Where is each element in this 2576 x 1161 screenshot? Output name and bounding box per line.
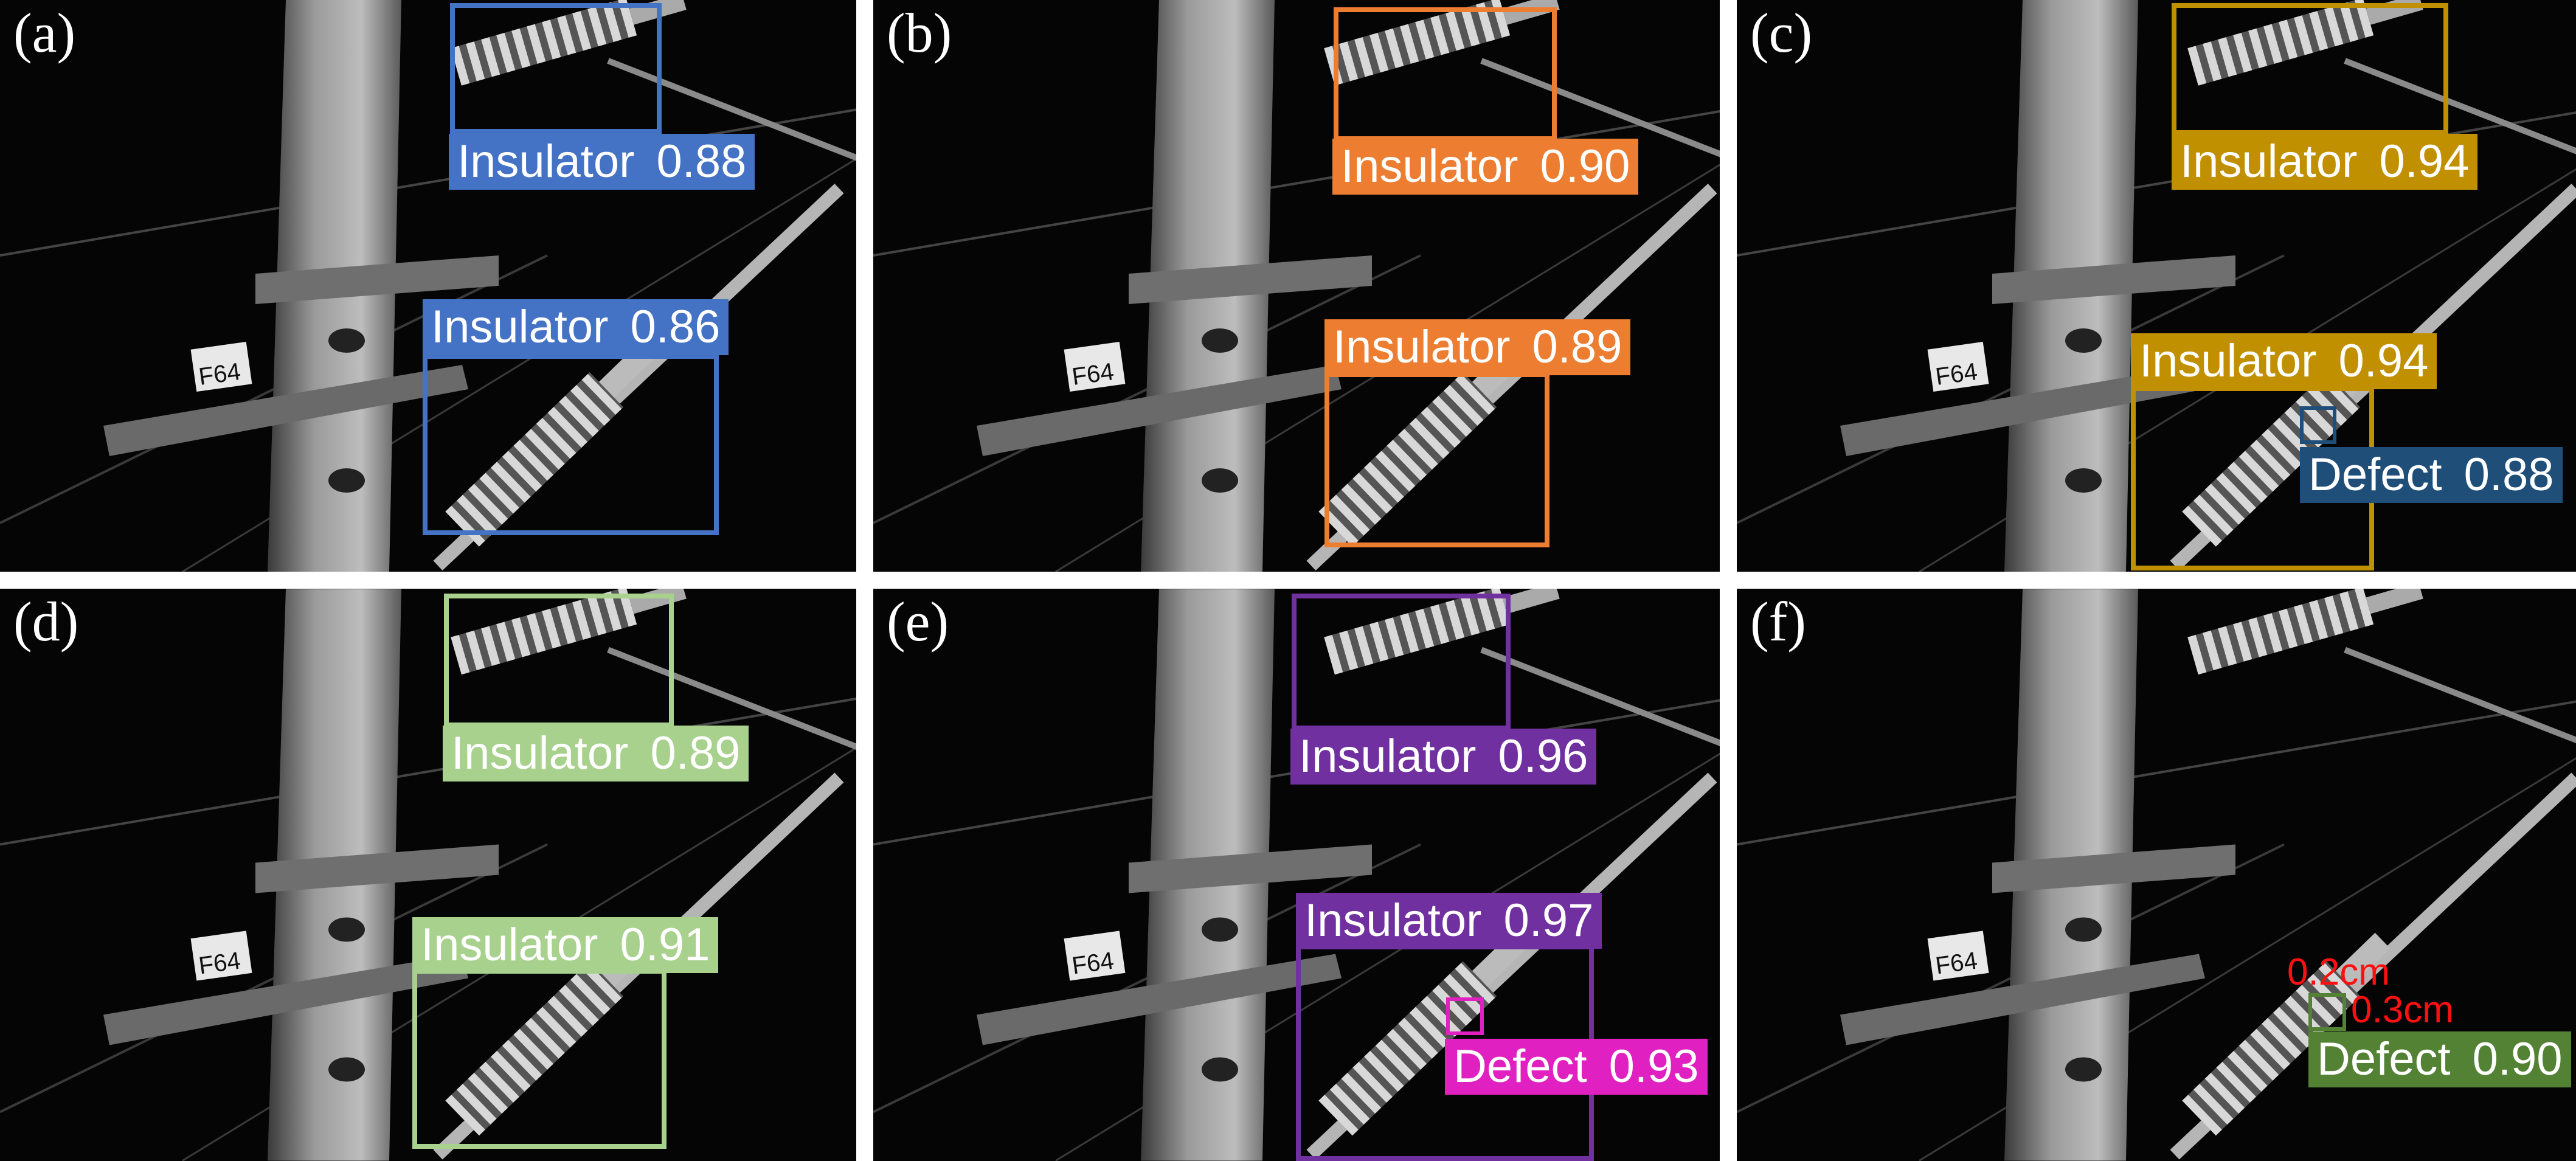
insulator-box-upper <box>2172 3 2448 135</box>
scene-image <box>873 0 1720 572</box>
confidence-score: 0.88 <box>656 136 747 187</box>
class-name: Insulator <box>457 136 635 187</box>
detection-label: Defect 0.88 <box>2300 447 2563 503</box>
confidence-score: 0.94 <box>2379 136 2470 187</box>
measurement-width: 0.2cm <box>2287 951 2390 993</box>
insulator-box-upper <box>444 594 674 727</box>
insulator-box-upper <box>1292 594 1511 730</box>
insulator-box-upper <box>1334 7 1557 141</box>
detection-label: Insulator 0.89 <box>1324 319 1631 375</box>
class-name: Insulator <box>2139 335 2317 387</box>
detection-label: Insulator 0.94 <box>2172 134 2478 190</box>
detection-label: Insulator 0.86 <box>423 299 729 355</box>
panel-b: (b) Insulator 0.90 Insulator 0.89 <box>873 0 1720 572</box>
detection-label: Insulator 0.97 <box>1296 893 1602 949</box>
confidence-score: 0.97 <box>1503 895 1594 946</box>
confidence-score: 0.96 <box>1498 730 1588 782</box>
class-name: Defect <box>2317 1033 2451 1085</box>
class-name: Insulator <box>2180 136 2358 187</box>
insulator-box-lower <box>412 969 667 1149</box>
confidence-score: 0.91 <box>620 919 710 971</box>
panel-f: (f) 0.2cm 0.3cm Defect 0.90 <box>1737 589 2576 1161</box>
detection-label: Insulator 0.88 <box>449 134 755 190</box>
defect-box <box>2308 993 2346 1031</box>
panel-label: (e) <box>887 591 949 653</box>
panel-label: (f) <box>1750 591 1806 653</box>
class-name: Insulator <box>431 301 609 353</box>
confidence-score: 0.86 <box>630 301 721 353</box>
class-name: Insulator <box>1304 895 1482 946</box>
detection-label: Defect 0.93 <box>1445 1039 1708 1095</box>
detection-label: Insulator 0.96 <box>1290 729 1597 785</box>
detection-label: Insulator 0.89 <box>443 726 749 782</box>
class-name: Insulator <box>1341 140 1518 192</box>
class-name: Insulator <box>1299 730 1477 782</box>
panel-label: (b) <box>887 2 952 64</box>
panel-e: (e) Insulator 0.96 Insulator 0.97 Defect… <box>873 589 1720 1161</box>
panel-label: (c) <box>1750 2 1813 64</box>
class-name: Insulator <box>451 727 629 779</box>
measurement-height: 0.3cm <box>2351 989 2454 1031</box>
confidence-score: 0.89 <box>650 727 741 779</box>
panel-label: (a) <box>13 2 76 64</box>
confidence-score: 0.94 <box>2338 335 2429 387</box>
defect-box <box>1446 997 1484 1035</box>
confidence-score: 0.90 <box>1540 140 1630 192</box>
panel-d: (d) Insulator 0.89 Insulator 0.91 <box>0 589 856 1161</box>
defect-box <box>2300 406 2336 444</box>
confidence-score: 0.93 <box>1608 1041 1699 1092</box>
panel-label: (d) <box>13 591 79 653</box>
detection-label: Insulator 0.90 <box>1332 139 1639 195</box>
confidence-score: 0.90 <box>2472 1033 2563 1085</box>
confidence-score: 0.89 <box>1532 321 1622 373</box>
detection-label: Insulator 0.91 <box>412 917 719 973</box>
detection-label: Insulator 0.94 <box>2131 333 2437 389</box>
insulator-box-upper <box>450 3 662 134</box>
class-name: Defect <box>1453 1041 1587 1092</box>
confidence-score: 0.88 <box>2463 449 2554 501</box>
panel-a: (a) Insulator 0.88 Insulator 0.86 <box>0 0 856 572</box>
panel-c: (c) Insulator 0.94 Insulator 0.94 Defect… <box>1737 0 2576 572</box>
class-name: Insulator <box>421 919 598 971</box>
class-name: Insulator <box>1333 321 1511 373</box>
detection-label: Defect 0.90 <box>2308 1031 2571 1087</box>
class-name: Defect <box>2308 449 2442 501</box>
insulator-box-lower <box>1324 372 1549 547</box>
insulator-box-lower <box>423 354 719 535</box>
